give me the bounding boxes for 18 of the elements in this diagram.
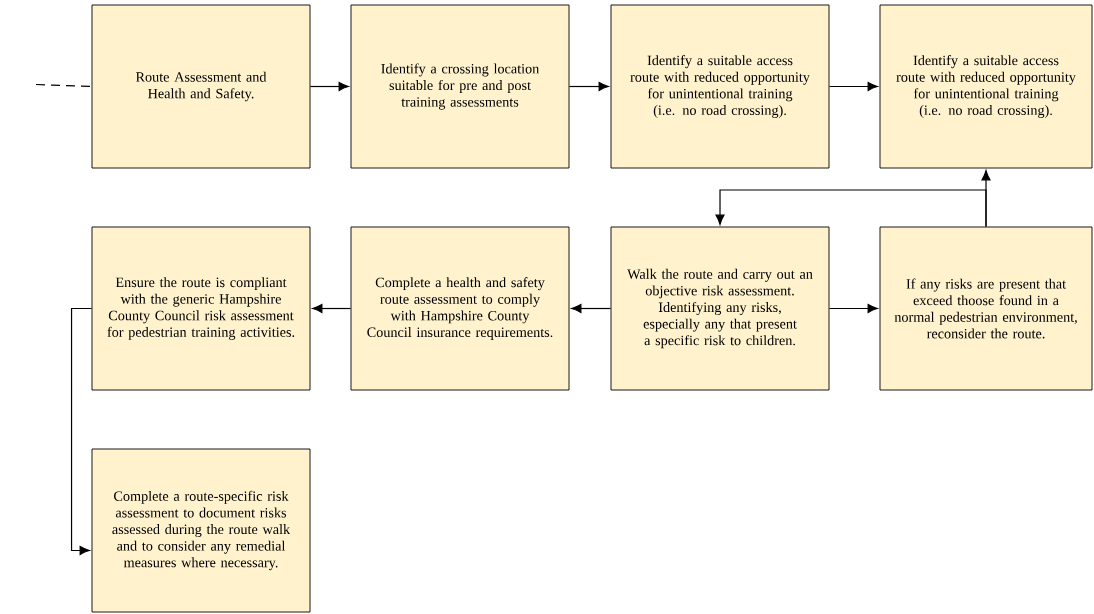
connector	[35, 83, 93, 88]
arrow	[828, 304, 878, 313]
process-box: Route Assessment and Health and Safety.	[91, 4, 311, 169]
arrow	[70, 307, 93, 555]
process-box: Identify a suitable access route with reduced opportunity for unintentional training (i.e. no road crossing).	[879, 4, 1093, 169]
process-box: Complete a health and safety route assessment to comply with Hampshire County Council insurance requirements.	[350, 226, 570, 391]
arrow	[568, 82, 609, 91]
arrow	[571, 304, 612, 313]
arrow	[828, 82, 878, 91]
arrow	[309, 82, 349, 91]
process-box: Complete a route-specific risk assessment to document risks assessed during the route walk and to consider any remedial measures where necessary.	[91, 448, 311, 613]
process-box: Walk the route and carry out an objective risk assessment. Identifying any risks, especially any that present a specific risk to children.	[610, 226, 830, 391]
process-box: Ensure the route is compliant with the generic Hampshire County Council risk assessment for pedestrian training activities.	[91, 226, 311, 391]
process-box: Identify a crossing location suitable for pre and post training assessments	[350, 4, 570, 169]
arrow	[715, 189, 987, 228]
process-box: Identify a suitable access route with reduced opportunity for unintentional training (i.e. no road crossing).	[610, 4, 830, 169]
process-box: If any risks are present that exceed thoose found in a normal pedestrian environment, reconsider the route.	[879, 226, 1093, 391]
arrow	[312, 304, 352, 313]
